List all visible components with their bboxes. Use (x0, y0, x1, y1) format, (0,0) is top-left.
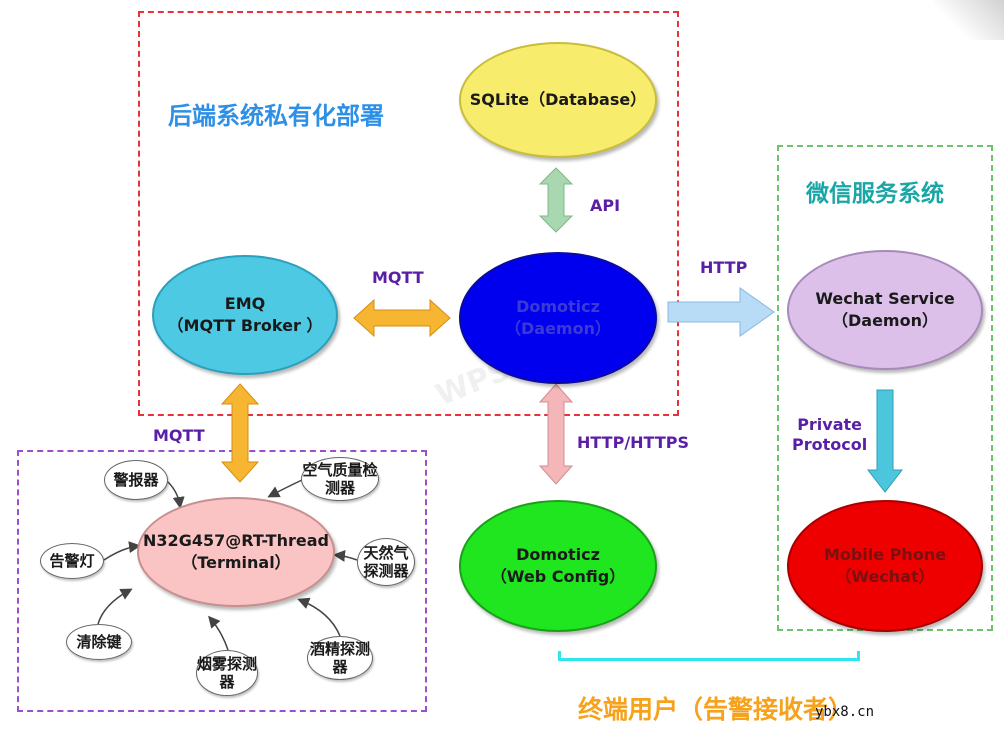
web-config-node-title: Domoticz (516, 545, 600, 564)
daemon-node-subtitle: （Daemon） (505, 319, 611, 338)
sqlite-node-label: SQLite（Database） (469, 90, 647, 109)
clear-key-device: 清除键 (66, 624, 132, 660)
private-protocol-arrow (866, 389, 904, 493)
api-label: API (590, 196, 621, 215)
http-arrow (667, 287, 775, 337)
smoke-detector-label: 烟雾探测器 (197, 655, 258, 691)
end-user-bracket (558, 651, 860, 661)
warning-light-device: 告警灯 (40, 543, 104, 579)
mobile-node-subtitle: （Wechat） (835, 567, 935, 586)
emq-node-title: EMQ (224, 294, 266, 313)
wechat-node-title: Wechat Service (815, 289, 955, 308)
backend-zone-title: 后端系统私有化部署 (168, 102, 384, 130)
gas-detector-label: 天然气探测器 (363, 544, 409, 580)
smoke-detector-connector (208, 615, 229, 651)
wechat-service-node: Wechat Service （Daemon） (787, 250, 983, 370)
alarm-device-label: 警报器 (113, 471, 159, 489)
http-https-label: HTTP/HTTPS (577, 433, 689, 452)
backend-zone (138, 11, 679, 416)
domoticz-web-config-node: Domoticz （Web Config） (459, 500, 657, 632)
corner-shadow (934, 0, 1004, 40)
alarm-device: 警报器 (104, 460, 168, 500)
air-quality-connector (267, 479, 303, 498)
https-double-arrow (538, 383, 574, 485)
emq-node-subtitle: （MQTT Broker ） (167, 316, 323, 335)
alcohol-detector: 酒精探测器 (307, 636, 373, 680)
api-double-arrow (538, 167, 574, 233)
air-quality-detector-label: 空气质量检测器 (302, 461, 378, 497)
emq-broker-node: EMQ （MQTT Broker ） (152, 255, 338, 375)
terminal-node-subtitle: （Terminal） (181, 553, 291, 572)
warning-light-label: 告警灯 (49, 552, 95, 570)
terminal-node-title: N32G457@RT-Thread (143, 531, 329, 550)
clear-key-connector (97, 588, 133, 625)
mqtt-terminal-double-arrow (220, 383, 260, 483)
alarm-connector (167, 481, 185, 509)
private-protocol-line2: Protocol (792, 435, 868, 454)
air-quality-detector: 空气质量检测器 (301, 457, 379, 501)
mobile-phone-node: Mobile Phone （Wechat） (787, 500, 983, 632)
alcohol-detector-label: 酒精探测器 (309, 640, 370, 676)
gas-detector: 天然气探测器 (357, 538, 415, 586)
clear-key-label: 清除键 (76, 633, 122, 651)
mqtt-label: MQTT (372, 268, 424, 287)
end-user-title: 终端用户（告警接收者） (578, 695, 854, 724)
wechat-zone-title: 微信服务系统 (806, 181, 944, 207)
smoke-detector: 烟雾探测器 (196, 650, 258, 696)
wechat-node-subtitle: （Daemon） (832, 311, 938, 330)
alcohol-detector-connector (297, 597, 341, 637)
mqtt-terminal-label: MQTT (153, 426, 205, 445)
sqlite-database-node: SQLite（Database） (459, 42, 657, 158)
http-label: HTTP (700, 258, 748, 277)
private-protocol-line1: Private (797, 415, 863, 434)
mqtt-double-arrow (353, 298, 451, 338)
private-protocol-label: Private Protocol (792, 415, 867, 455)
daemon-node-title: Domoticz (516, 297, 600, 316)
warning-light-connector (103, 541, 141, 561)
domoticz-daemon-node: Domoticz （Daemon） (459, 252, 657, 384)
mobile-node-title: Mobile Phone (823, 545, 947, 564)
terminal-node: N32G457@RT-Thread （Terminal） (137, 497, 335, 607)
terminal-zone (17, 450, 427, 712)
gas-detector-connector (333, 549, 358, 562)
site-watermark: ybx8.cn (815, 704, 875, 720)
web-config-node-subtitle: （Web Config） (490, 567, 626, 586)
